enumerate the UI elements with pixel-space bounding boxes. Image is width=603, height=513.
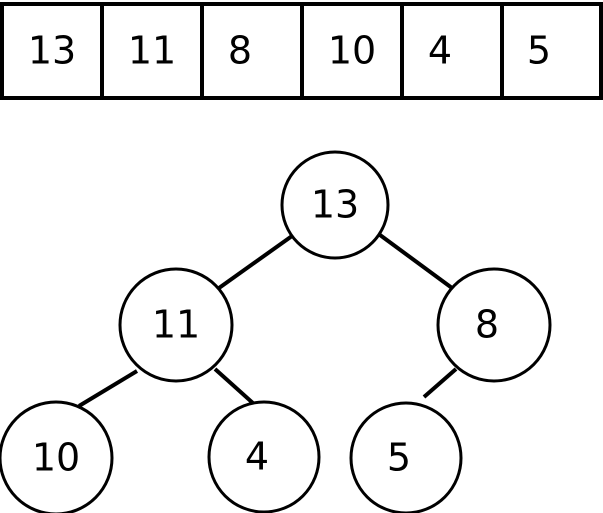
tree-node-root-circle <box>280 150 390 260</box>
tree-node-right-left[interactable]: 5 <box>349 401 463 513</box>
array-cell-2[interactable]: 8 <box>200 2 304 100</box>
tree-node-root[interactable]: 13 <box>280 150 390 260</box>
edge-root-to-right <box>378 233 454 290</box>
tree-node-left-right-label: 4 <box>245 435 269 479</box>
heap-array: 13 11 8 10 4 5 <box>0 2 603 100</box>
edge-left-to-left-right <box>213 367 256 406</box>
array-cell-0-box <box>0 2 104 100</box>
array-cell-1-value: 11 <box>128 29 176 73</box>
tree-node-left-circle <box>118 267 234 383</box>
tree-node-right[interactable]: 8 <box>436 267 552 383</box>
array-cell-4[interactable]: 4 <box>400 2 504 100</box>
tree-node-right-left-circle <box>349 401 463 513</box>
array-cell-4-box <box>400 2 504 100</box>
tree-node-left-right[interactable]: 4 <box>207 400 321 513</box>
tree-node-right-circle <box>436 267 552 383</box>
tree-edges <box>77 233 458 408</box>
tree-node-left[interactable]: 11 <box>118 267 234 383</box>
array-cell-3-box <box>300 2 404 100</box>
array-cell-4-value: 4 <box>428 29 452 73</box>
tree-node-left-left-label: 10 <box>32 436 80 480</box>
array-cell-5-value: 5 <box>527 29 551 73</box>
array-cell-1-box <box>100 2 204 100</box>
array-cell-3[interactable]: 10 <box>300 2 404 100</box>
tree-node-left-left[interactable]: 10 <box>0 400 114 513</box>
array-cell-2-value: 8 <box>228 29 252 73</box>
array-cell-0[interactable]: 13 <box>0 2 104 100</box>
tree-node-root-label: 13 <box>311 183 359 227</box>
array-cell-5[interactable]: 5 <box>500 2 603 100</box>
array-cell-1[interactable]: 11 <box>100 2 204 100</box>
tree-node-left-label: 11 <box>152 303 200 347</box>
tree-node-left-right-circle <box>207 400 321 513</box>
array-cell-2-box <box>200 2 304 100</box>
tree-node-right-left-label: 5 <box>387 436 411 480</box>
tree-nodes: 13 11 8 10 4 5 <box>0 150 552 513</box>
tree-node-right-label: 8 <box>475 303 499 347</box>
array-cell-0-value: 13 <box>28 29 76 73</box>
edge-root-to-left <box>217 234 294 290</box>
edge-left-to-left-left <box>77 369 139 408</box>
tree-node-left-left-circle <box>0 400 114 513</box>
array-cell-5-box <box>500 2 603 100</box>
array-cell-3-value: 10 <box>328 29 376 73</box>
edge-right-to-right-left <box>422 367 458 399</box>
